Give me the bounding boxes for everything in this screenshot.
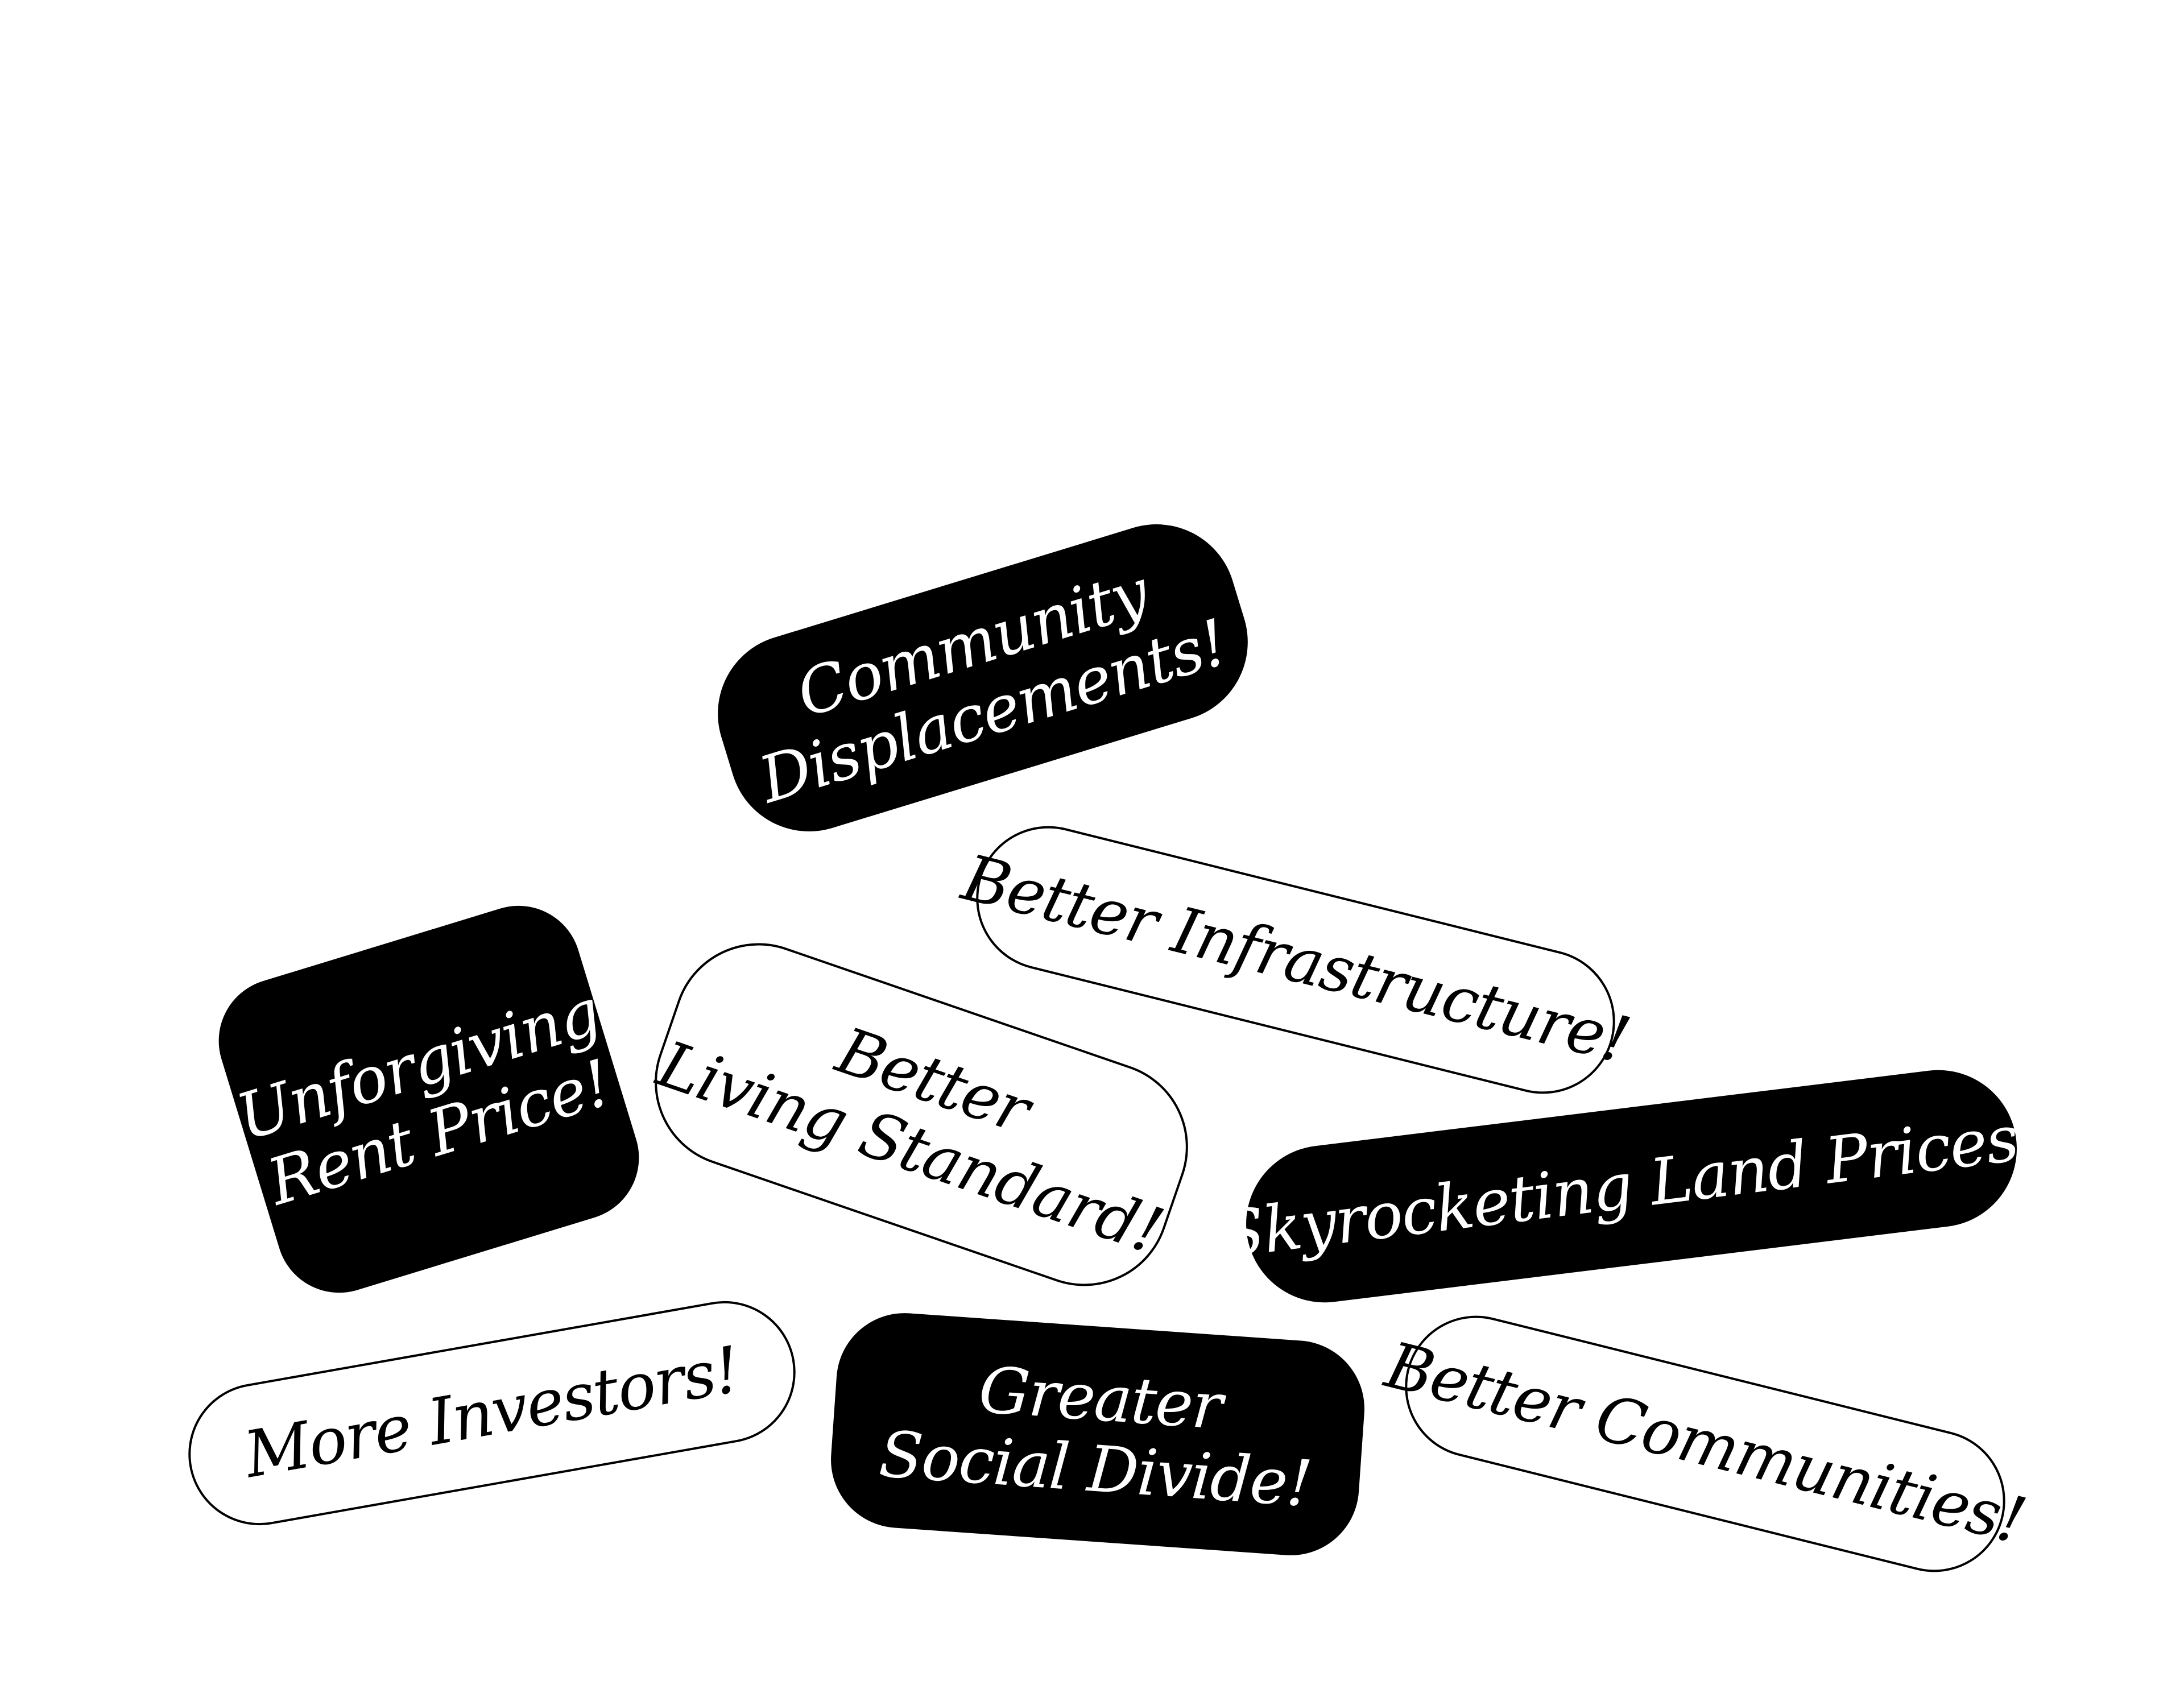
tag-skyrocketing-land-prices: Skyrocketing Land Prices! (1217, 1061, 2046, 1312)
tag-label: Community Displacements! (731, 539, 1235, 818)
tag-label: Better Communities! (1378, 1328, 2032, 1559)
tag-line: Skyrocketing Land Prices! (1217, 1099, 2046, 1273)
tag-label: Skyrocketing Land Prices! (1217, 1099, 2046, 1273)
tag-label: Unforgiving Rent Price! (229, 975, 628, 1222)
tag-label: Better Living Standard! (649, 962, 1193, 1269)
tag-better-communities: Better Communities! (1379, 1301, 2032, 1587)
tag-line: More Investors! (239, 1332, 745, 1493)
tag-line: Better Communities! (1378, 1328, 2032, 1559)
tag-more-investors: More Investors! (177, 1290, 807, 1537)
tag-community-displacements: Community Displacements! (698, 504, 1268, 851)
tag-label: Greater Social Divide! (876, 1348, 1318, 1522)
tag-label: More Investors! (239, 1332, 745, 1493)
tag-greater-social-divide: Greater Social Divide! (826, 1309, 1370, 1560)
tag-unforgiving-rent-price: Unforgiving Rent Price! (203, 890, 655, 1309)
tag-line: Social Divide! (876, 1417, 1314, 1522)
